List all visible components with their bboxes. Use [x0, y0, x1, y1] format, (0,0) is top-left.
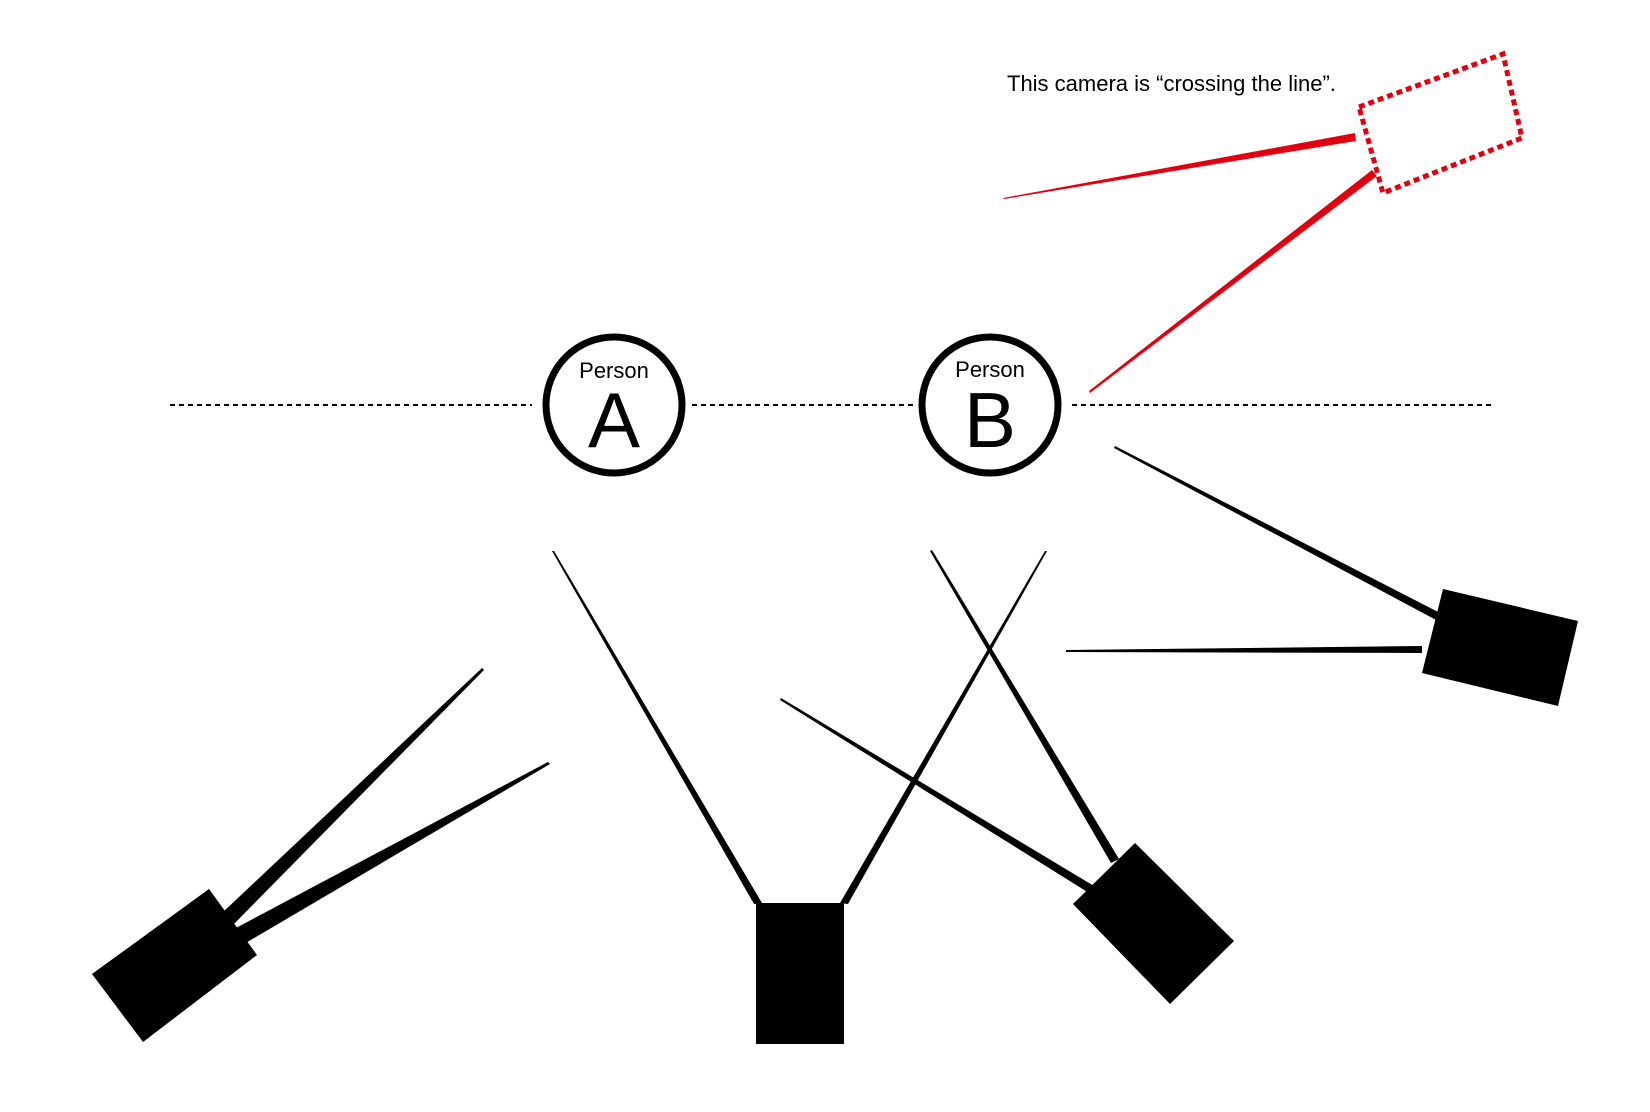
camera-2-sightline-left: [552, 551, 762, 904]
camera-3-sightline-left: [930, 550, 1119, 863]
camera-1: [92, 668, 550, 1042]
person-b-caption: Person: [955, 357, 1025, 382]
camera-4: [1066, 446, 1578, 706]
camera-1-sightline-right: [234, 762, 550, 944]
camera-5-sightline-upper: [1003, 133, 1356, 199]
camera-3-sightline-right: [780, 698, 1094, 893]
camera-2-body: [756, 903, 844, 1044]
person-a-caption: Person: [579, 358, 649, 383]
crossing-the-line-annotation: This camera is “crossing the line”.: [1007, 71, 1336, 96]
camera-5-sightline-lower: [1089, 170, 1377, 393]
camera-4-sightline-lower: [1066, 646, 1422, 653]
person-a: Person A: [542, 333, 686, 477]
camera-1-body: [92, 889, 257, 1042]
camera-4-body: [1422, 589, 1578, 706]
camera-3-body: [1073, 843, 1234, 1004]
camera-5-body-outline: [1355, 50, 1525, 197]
camera-5-crossing-the-line: [1003, 50, 1525, 393]
camera-2-sightline-right: [840, 551, 1047, 904]
camera-4-sightline-upper: [1114, 446, 1442, 621]
person-b: Person B: [918, 333, 1062, 477]
camera-3: [780, 550, 1234, 1004]
camera-2: [552, 551, 1047, 1044]
person-a-circle: [542, 333, 686, 477]
camera-1-sightline-left: [222, 668, 484, 929]
person-b-circle: [918, 333, 1062, 477]
person-b-letter: B: [964, 376, 1016, 464]
person-a-letter: A: [588, 376, 640, 464]
